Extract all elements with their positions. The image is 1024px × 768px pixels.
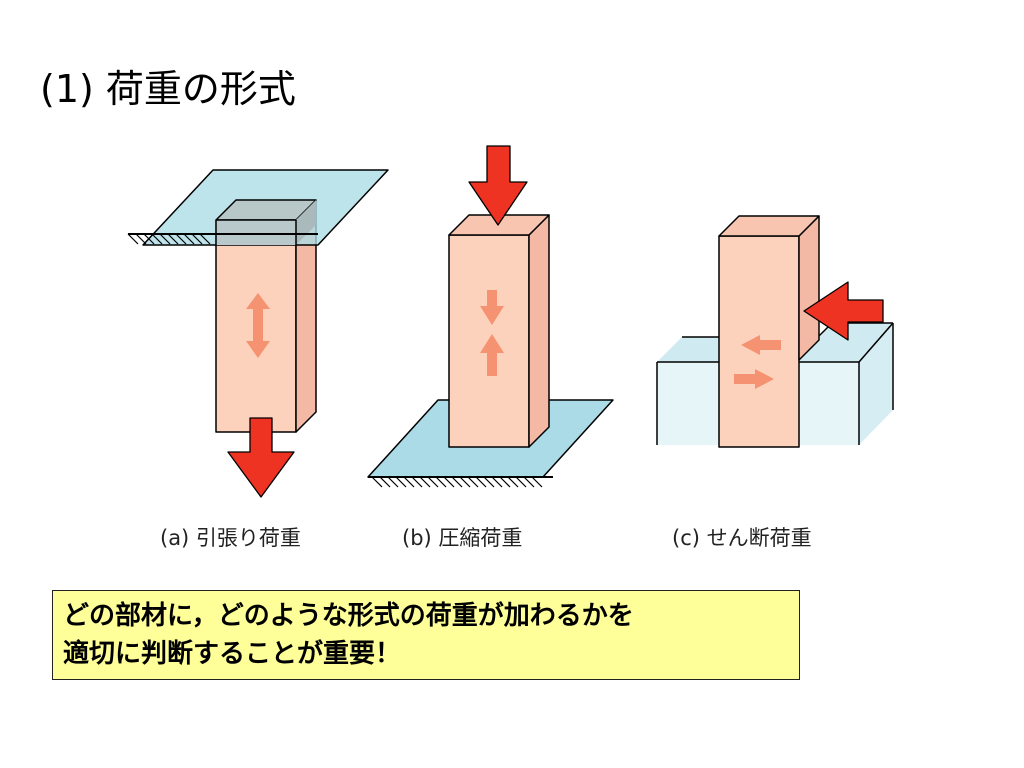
shear-block-right-front	[798, 362, 859, 445]
key-point-line-1: どの部材に，どのような形式の荷重が加わるかを	[63, 601, 634, 631]
shear-bar-side	[798, 215, 820, 361]
compression-internal-arrow-up	[480, 334, 504, 376]
tension-figure	[127, 169, 389, 498]
compression-hatching	[371, 476, 543, 488]
shear-block-left-front	[657, 362, 719, 445]
tension-load-arrow	[227, 417, 295, 498]
shear-block-right-top	[798, 323, 893, 362]
shear-internal-arrow-right	[734, 369, 774, 389]
shear-internal-arrow-left	[741, 335, 781, 355]
compression-bar-top	[448, 214, 550, 236]
compression-load-arrow	[468, 145, 528, 226]
key-point-box: どの部材に，どのような形式の荷重が加わるかを 適切に判断することが重要！	[52, 590, 800, 680]
caption-shear: (c) せん断荷重	[672, 526, 812, 550]
shear-block-right-side	[859, 323, 893, 445]
key-point-line-2: 適切に判断することが重要！	[63, 639, 402, 669]
shear-bar-top	[718, 215, 820, 237]
compression-figure	[367, 145, 614, 488]
caption-tension: (a) 引張り荷重	[160, 526, 301, 550]
slide-title: (1) 荷重の形式	[40, 67, 296, 111]
shear-figure	[656, 215, 894, 448]
tension-internal-arrow	[246, 293, 270, 358]
compression-bar-side	[528, 214, 550, 448]
tension-hatching	[127, 233, 211, 245]
shear-load-arrow	[803, 281, 884, 341]
compression-internal-arrow-down	[480, 290, 504, 325]
caption-compression: (b) 圧縮荷重	[402, 526, 523, 550]
